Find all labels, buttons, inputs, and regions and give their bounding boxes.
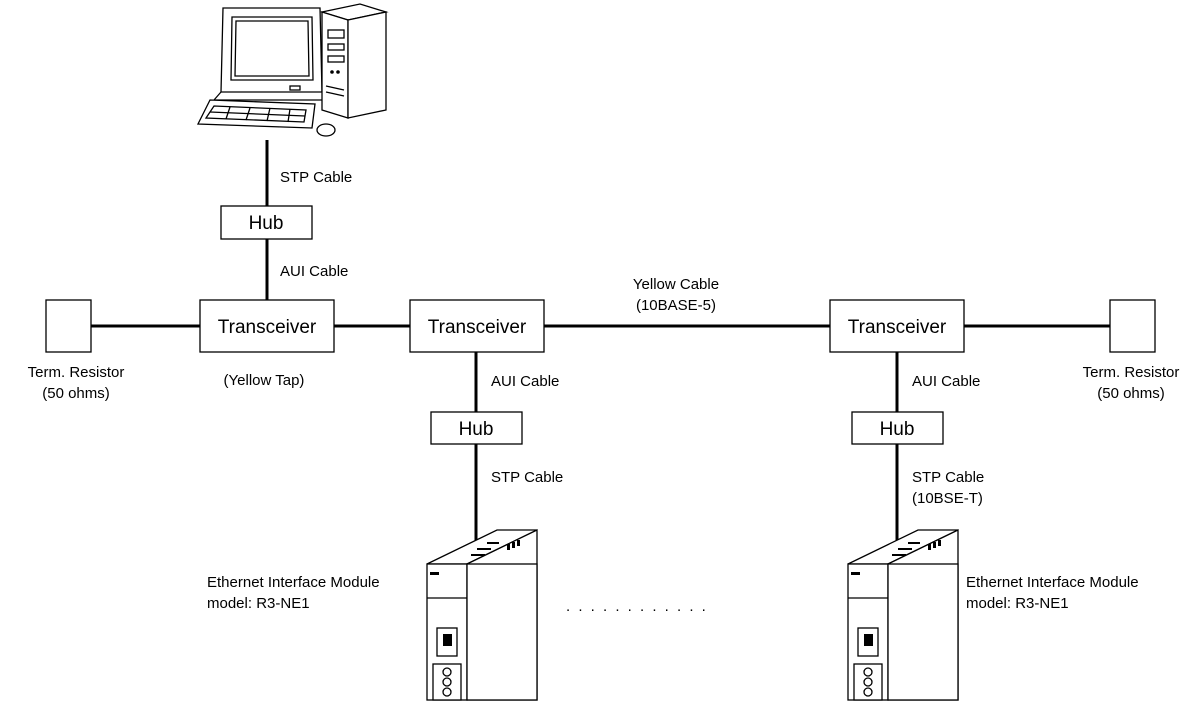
pc-aui-cable-label: AUI Cable: [280, 263, 348, 280]
right-term-resistor-value: (50 ohms): [1097, 385, 1165, 402]
transceiver-3: Transceiver: [829, 299, 965, 353]
left-module-model: model: R3-NE1: [207, 595, 310, 612]
right-hub: Hub: [851, 411, 944, 445]
right-term-resistor: [1109, 299, 1156, 353]
left-module-label: Ethernet Interface Module: [207, 574, 380, 591]
left-aui-cable-label: AUI Cable: [491, 373, 559, 390]
computer-icon: [196, 3, 389, 137]
right-aui-cable-label: AUI Cable: [912, 373, 980, 390]
left-hub: Hub: [430, 411, 523, 445]
ellipsis-dots: . . . . . . . . . . . .: [566, 598, 708, 615]
left-hub-label: Hub: [459, 419, 494, 440]
transceiver-1: Transceiver: [199, 299, 335, 353]
transceiver-3-label: Transceiver: [848, 317, 947, 338]
right-module-model: model: R3-NE1: [966, 595, 1069, 612]
right-term-resistor-label: Term. Resistor: [1083, 364, 1180, 381]
pc-hub-label: Hub: [249, 213, 284, 234]
pc-stp-cable-label: STP Cable: [280, 169, 352, 186]
left-term-resistor-label: Term. Resistor: [28, 364, 125, 381]
left-term-resistor: [45, 299, 92, 353]
right-stp-cable-type-label: (10BSE-T): [912, 490, 983, 507]
yellow-cable-label: Yellow Cable: [633, 276, 719, 293]
transceiver-2: Transceiver: [409, 299, 545, 353]
yellow-cable-type-label: (10BASE-5): [636, 297, 716, 314]
transceiver-2-label: Transceiver: [428, 317, 527, 338]
yellow-tap-label: (Yellow Tap): [224, 372, 305, 389]
left-term-resistor-value: (50 ohms): [42, 385, 110, 402]
right-stp-cable-label: STP Cable: [912, 469, 984, 486]
module-left-icon: [426, 528, 538, 701]
right-hub-label: Hub: [880, 419, 915, 440]
module-right-icon: [847, 528, 959, 701]
transceiver-1-label: Transceiver: [218, 317, 317, 338]
pc-hub: Hub: [220, 205, 313, 240]
right-module-label: Ethernet Interface Module: [966, 574, 1139, 591]
left-stp-cable-label: STP Cable: [491, 469, 563, 486]
